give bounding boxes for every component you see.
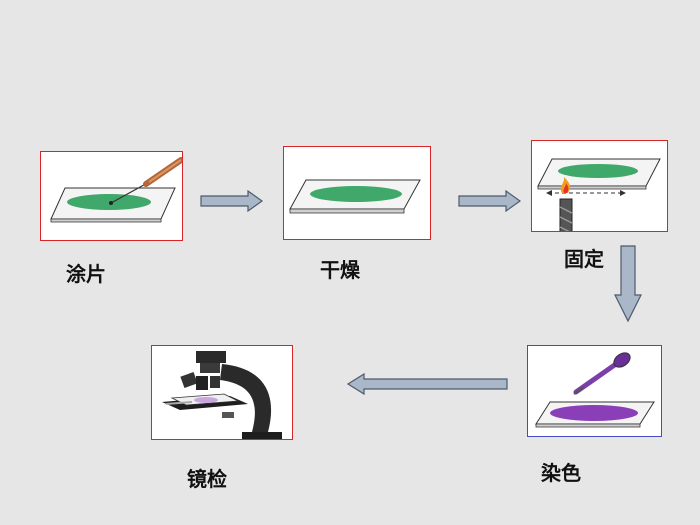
fix-illustration <box>537 158 661 231</box>
arrow-right-2 <box>458 190 522 212</box>
step-smear-label: 涂片 <box>66 262 106 286</box>
step-smear-panel <box>40 151 183 241</box>
arrow-down <box>614 245 642 323</box>
arrow-left <box>346 373 508 395</box>
step-microscope-label: 镜检 <box>187 467 227 491</box>
step-stain-panel <box>527 345 662 437</box>
dry-illustration <box>289 179 421 214</box>
purple-stained-smear <box>550 405 638 421</box>
arrow-right-1 <box>200 190 264 212</box>
step-dry-label: 干燥 <box>320 258 360 282</box>
step-fix-panel <box>531 140 668 232</box>
green-smear <box>310 186 402 202</box>
stain-illustration <box>535 352 655 428</box>
step-microscope-panel <box>151 345 293 440</box>
green-smear <box>67 194 151 210</box>
microscope-arm <box>220 364 272 432</box>
step-stain-label: 染色 <box>541 461 581 485</box>
step-dry-panel <box>283 146 431 240</box>
microscope-illustration <box>162 351 282 439</box>
step-fix-label: 固定 <box>564 247 604 271</box>
burner-icon <box>559 198 573 231</box>
green-smear <box>558 164 638 178</box>
smear-illustration <box>50 157 182 223</box>
